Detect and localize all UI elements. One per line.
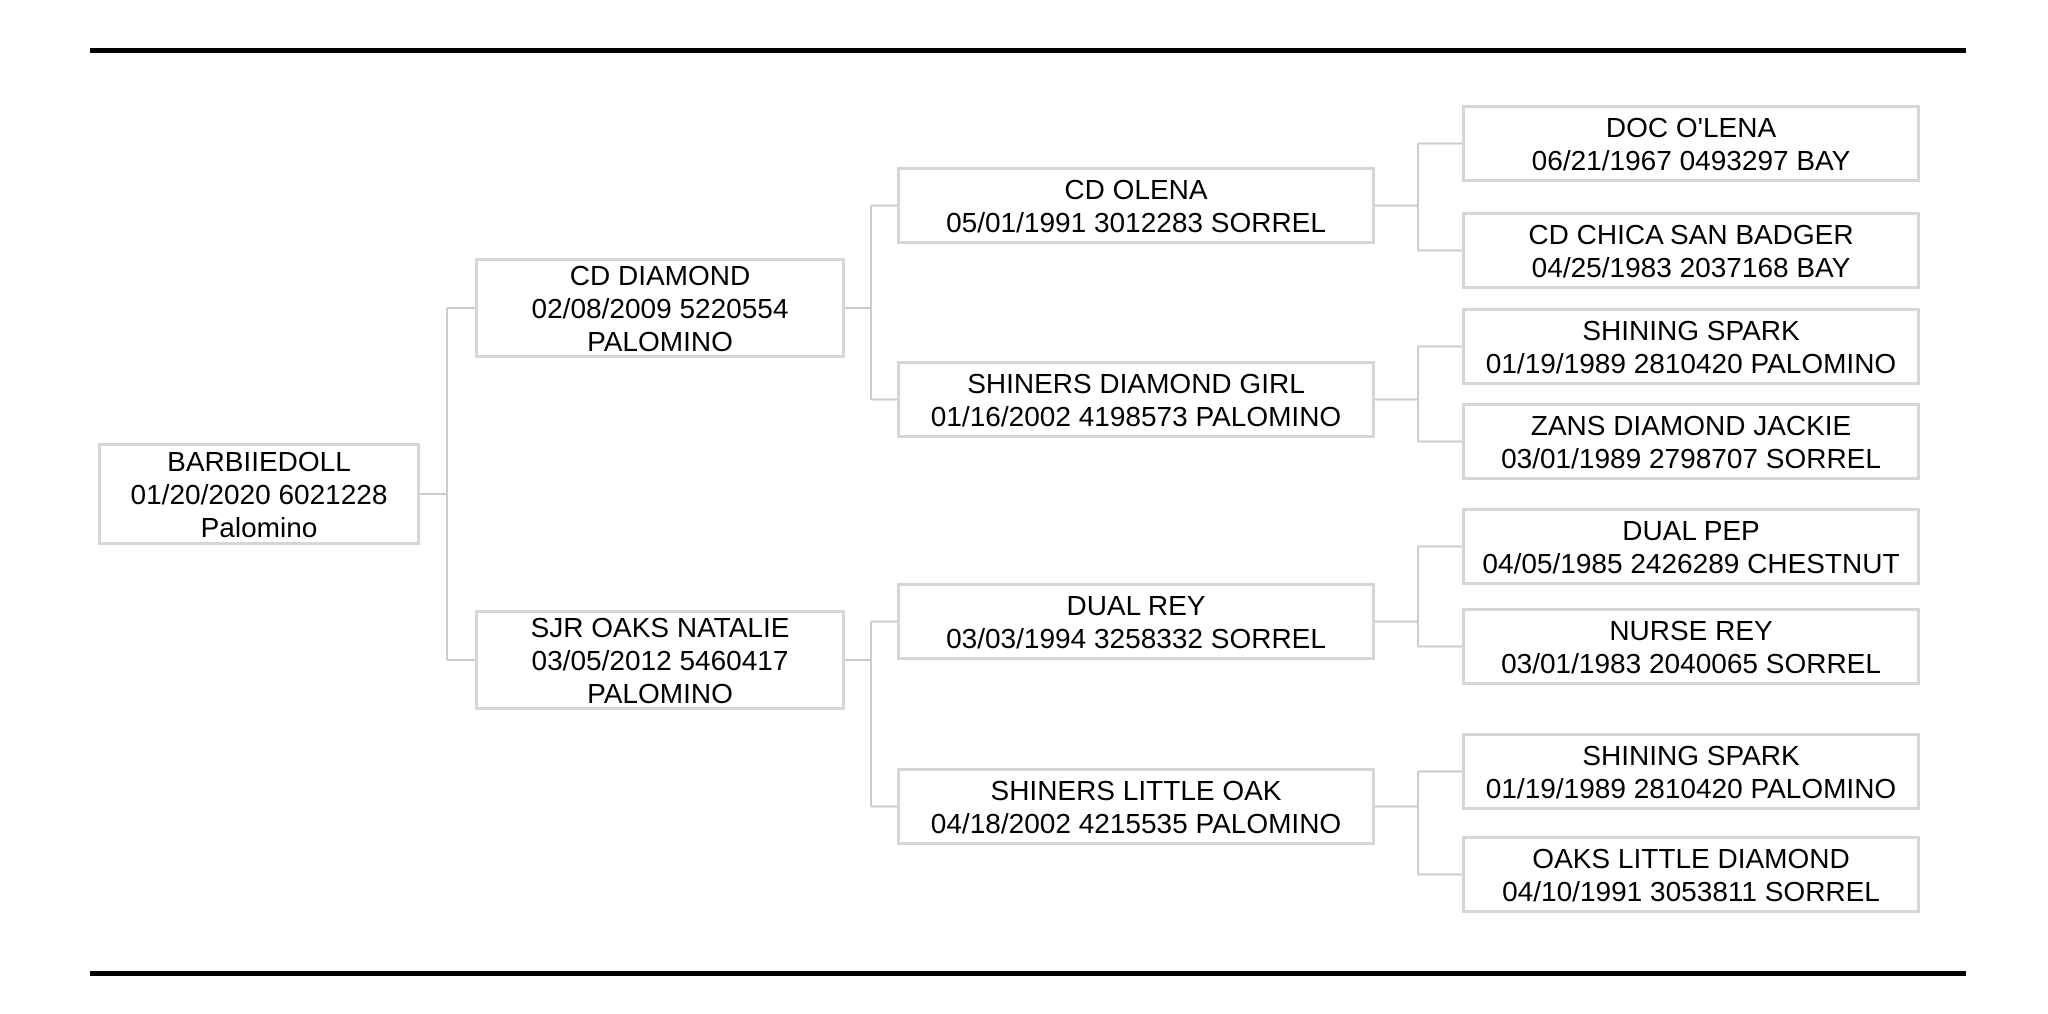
pedigree-text-line: SJR OAKS NATALIE bbox=[530, 611, 790, 643]
pedigree-text-line: BARBIIEDOLL bbox=[167, 445, 351, 477]
pedigree-text-line: OAKS LITTLE DIAMOND bbox=[1532, 842, 1850, 874]
pedigree-text-line: 03/01/1983 2040065 SORREL bbox=[1501, 647, 1881, 679]
pedigree-text-line: 04/05/1985 2426289 CHESTNUT bbox=[1482, 547, 1900, 579]
pedigree-text-line: SHINING SPARK bbox=[1582, 739, 1800, 771]
pedigree-text-line: CD CHICA SAN BADGER bbox=[1528, 218, 1854, 250]
pedigree-text-line: 04/10/1991 3053811 SORREL bbox=[1502, 875, 1880, 907]
bottom-rule bbox=[90, 971, 1966, 976]
pedigree-text-line: PALOMINO bbox=[587, 677, 733, 709]
pedigree-text-line: Palomino bbox=[200, 511, 318, 543]
pedigree-text-line: SHINING SPARK bbox=[1582, 314, 1800, 346]
pedigree-text-line: 04/18/2002 4215535 PALOMINO bbox=[930, 807, 1342, 839]
pedigree-text-line: 01/20/2020 6021228 bbox=[130, 478, 388, 510]
pedigree-text-line: ZANS DIAMOND JACKIE bbox=[1530, 409, 1852, 441]
pedigree-text-line: DUAL REY bbox=[1066, 589, 1206, 621]
pedigree-text-line: 03/03/1994 3258332 SORREL bbox=[946, 622, 1326, 654]
pedigree-text-line: DUAL PEP bbox=[1622, 514, 1760, 546]
top-rule bbox=[90, 48, 1966, 53]
pedigree-text-line: 04/25/1983 2037168 BAY bbox=[1531, 251, 1851, 283]
pedigree-text-line: 03/01/1989 2798707 SORREL bbox=[1501, 442, 1881, 474]
pedigree-text-line: PALOMINO bbox=[587, 325, 733, 357]
pedigree-text-line: CD DIAMOND bbox=[569, 259, 751, 291]
pedigree-text-line: 02/08/2009 5220554 bbox=[531, 292, 789, 324]
pedigree-text-line: 06/21/1967 0493297 BAY bbox=[1531, 144, 1851, 176]
pedigree-text-line: 05/01/1991 3012283 SORREL bbox=[946, 206, 1326, 238]
pedigree-text-line: CD OLENA bbox=[1064, 173, 1208, 205]
pedigree-text-line: 01/19/1989 2810420 PALOMINO bbox=[1485, 772, 1897, 804]
pedigree-text-line: NURSE REY bbox=[1609, 614, 1773, 646]
pedigree-text-line: DOC O'LENA bbox=[1605, 111, 1777, 143]
pedigree-text-line: SHINERS DIAMOND GIRL bbox=[967, 367, 1305, 399]
pedigree-text-line: 01/19/1989 2810420 PALOMINO bbox=[1485, 347, 1897, 379]
pedigree-text-line: 03/05/2012 5460417 bbox=[531, 644, 789, 676]
pedigree-text-line: SHINERS LITTLE OAK bbox=[990, 774, 1282, 806]
pedigree-connector-path bbox=[420, 142, 1462, 876]
pedigree-text-line: 01/16/2002 4198573 PALOMINO bbox=[930, 400, 1342, 432]
